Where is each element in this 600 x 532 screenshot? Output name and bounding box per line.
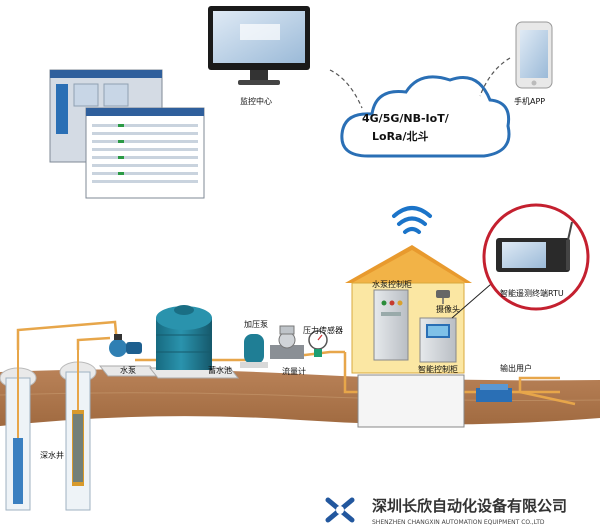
smart-control-cabinet <box>419 317 457 363</box>
cloud-line2: LoRa/北斗 <box>372 129 428 143</box>
network-links <box>329 57 511 109</box>
company-name-cn: 深圳长欣自动化设备有限公司 <box>372 497 567 515</box>
rtu-label: 智能遥测终端RTU <box>500 288 564 298</box>
water-pump-label: 水泵 <box>120 365 136 375</box>
booster-pump <box>240 334 268 368</box>
water-pump <box>98 334 160 377</box>
output-user-label: 输出用户 <box>500 363 532 373</box>
pump-cabinet-label: 水泵控制柜 <box>372 279 412 289</box>
deep-well-left <box>0 350 37 511</box>
camera-icon <box>436 290 450 304</box>
flow-meter-label: 流量计 <box>282 366 306 376</box>
booster-pump-label: 加压泵 <box>244 319 268 329</box>
camera-label: 摄像头 <box>436 304 460 314</box>
mobile-phone <box>515 21 553 89</box>
flow-meter <box>270 325 304 359</box>
smart-cabinet-label: 智能控制柜 <box>418 364 458 374</box>
deep-well-label: 深水井 <box>40 450 64 460</box>
storage-pool-label: 蓄水池 <box>208 365 232 375</box>
mobile-app-label: 手机APP <box>514 96 545 106</box>
scada-software-screens <box>49 69 205 199</box>
company-logo <box>316 495 366 525</box>
pressure-sensor-label: 压力传感器 <box>303 325 343 335</box>
rtu-callout <box>451 203 590 319</box>
pump-control-cabinet <box>373 289 409 361</box>
storage-tank <box>148 305 240 379</box>
deep-well-right <box>59 350 97 511</box>
monitoring-center-label: 监控中心 <box>240 96 272 106</box>
monitoring-monitor <box>208 6 310 85</box>
wifi-icon <box>392 206 432 234</box>
company-name-en: SHENZHEN CHANGXIN AUTOMATION EQUIPMENT C… <box>372 519 545 526</box>
cloud-line1: 4G/5G/NB-IoT/ <box>362 112 450 125</box>
network-cloud <box>340 75 511 158</box>
pressure-sensor <box>308 330 328 357</box>
output-user-box <box>476 384 512 402</box>
